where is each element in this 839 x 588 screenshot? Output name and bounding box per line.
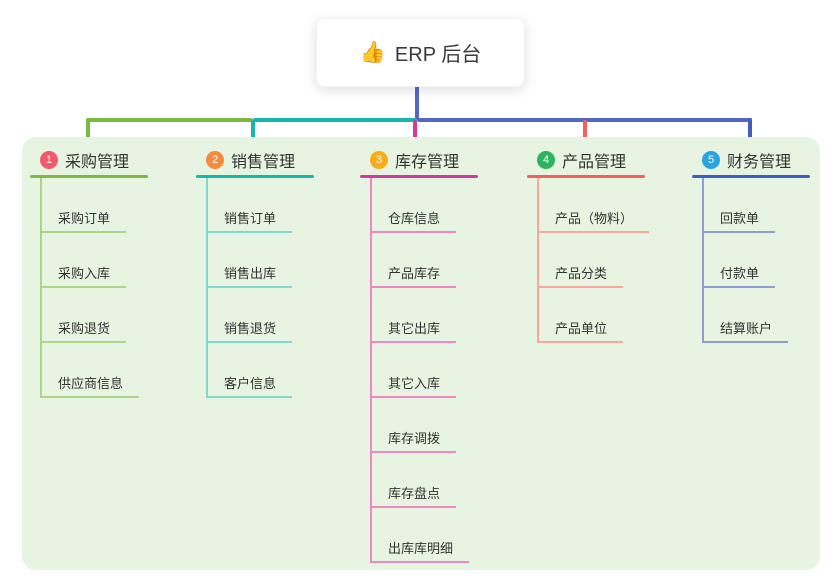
edge-horizontal-teal [253,118,417,122]
child-node: 库存调拨 [360,398,480,453]
branch-number-badge: 3 [370,151,388,169]
child-node: 库存盘点 [360,453,480,508]
branch-underline [196,175,314,178]
branch-number-badge: 4 [537,151,555,169]
child-node: 付款单 [692,233,812,288]
child-node-label[interactable]: 供应商信息 [40,373,140,398]
edge-drop-purchase [86,118,90,146]
root-node-label: ERP 后台 [394,44,482,66]
edge-trunk [415,85,419,120]
child-node: 产品分类 [527,233,647,288]
branch-underline [30,175,148,178]
branch-children-connector [206,178,208,398]
branch-title[interactable]: 5 财务管理 [702,148,812,172]
root-node-erp[interactable]: 👍 ERP 后台 [316,18,525,87]
child-node-label[interactable]: 库存盘点 [370,483,457,508]
child-node-label[interactable]: 出库库明细 [370,538,470,563]
branch-children-connector [702,178,704,343]
child-node-label[interactable]: 采购退货 [40,318,127,343]
child-node-label[interactable]: 销售出库 [206,263,293,288]
branch-label: 库存管理 [395,154,460,171]
branch-title[interactable]: 3 库存管理 [370,148,480,172]
branch-underline [527,175,645,178]
child-node-label[interactable]: 销售订单 [206,208,293,233]
branch-children: 销售订单销售出库销售退货客户信息 [196,178,316,398]
branch-column-4: 4 产品管理 产品（物料） 产品分类产品单位 [527,148,650,343]
child-node-label[interactable]: 结算账户 [702,318,789,343]
child-node: 采购退货 [30,288,150,343]
branch-column-5: 5 财务管理 回款单付款单结算账户 [692,148,812,343]
edge-drop-product [583,120,587,148]
child-node: 仓库信息 [360,178,480,233]
child-node-label[interactable]: 采购入库 [40,263,127,288]
edge-drop-inventory [413,120,417,148]
child-node: 供应商信息 [30,343,150,398]
child-node-label[interactable]: 库存调拨 [370,428,457,453]
child-node: 其它入库 [360,343,480,398]
child-node: 其它出库 [360,288,480,343]
branch-label: 产品管理 [562,154,627,171]
branch-children-connector [40,178,42,398]
child-node-label[interactable]: 付款单 [702,263,776,288]
child-node-label[interactable]: 回款单 [702,208,776,233]
child-node: 采购入库 [30,233,150,288]
edge-drop-finance [748,118,752,148]
branch-title[interactable]: 2 销售管理 [206,148,316,172]
branch-children-connector [370,178,372,563]
child-node: 销售出库 [196,233,316,288]
branch-underline [692,175,810,178]
child-node: 回款单 [692,178,812,233]
child-node: 客户信息 [196,343,316,398]
child-node-label[interactable]: 销售退货 [206,318,293,343]
branch-number-badge: 1 [40,151,58,169]
child-node-label[interactable]: 其它出库 [370,318,457,343]
child-node-label[interactable]: 产品库存 [370,263,457,288]
child-node: 销售退货 [196,288,316,343]
edge-horizontal-green [86,118,253,122]
child-node: 产品单位 [527,288,647,343]
branch-children: 产品（物料） 产品分类产品单位 [527,178,650,343]
branch-number-badge: 2 [206,151,224,169]
child-node: 结算账户 [692,288,812,343]
branch-children: 回款单付款单结算账户 [692,178,812,343]
branch-underline [360,175,478,178]
branch-children: 采购订单采购入库采购退货供应商信息 [30,178,150,398]
branch-title[interactable]: 4 产品管理 [537,148,647,172]
branch-column-2: 2 销售管理 销售订单销售出库销售退货客户信息 [196,148,316,398]
branch-number-badge: 5 [702,151,720,169]
child-node: 销售订单 [196,178,316,233]
child-node: 出库库明细 [360,508,480,563]
branch-title[interactable]: 1 采购管理 [40,148,150,172]
child-node-label[interactable]: 采购订单 [40,208,127,233]
child-node: 产品库存 [360,233,480,288]
branch-label: 财务管理 [727,154,792,171]
child-node-label[interactable]: 仓库信息 [370,208,457,233]
branch-column-1: 1 采购管理 采购订单采购入库采购退货供应商信息 [30,148,150,398]
child-node-label[interactable]: 产品分类 [537,263,624,288]
branch-label: 采购管理 [65,154,130,171]
thumbs-up-icon: 👍 [359,41,386,64]
branch-children-connector [537,178,539,343]
child-node: 采购订单 [30,178,150,233]
edge-drop-sales [251,120,255,146]
branch-label: 销售管理 [231,154,296,171]
branches-panel [22,137,820,570]
branch-children: 仓库信息产品库存其它出库其它入库库存调拨库存盘点出库库明细 [360,178,480,563]
child-node: 产品（物料） [527,178,650,233]
child-node-label[interactable]: 产品单位 [537,318,624,343]
child-node-label[interactable]: 客户信息 [206,373,293,398]
branch-column-3: 3 库存管理 仓库信息产品库存其它出库其它入库库存调拨库存盘点出库库明细 [360,148,480,563]
child-node-label[interactable]: 产品（物料） [537,208,650,233]
child-node-label[interactable]: 其它入库 [370,373,457,398]
